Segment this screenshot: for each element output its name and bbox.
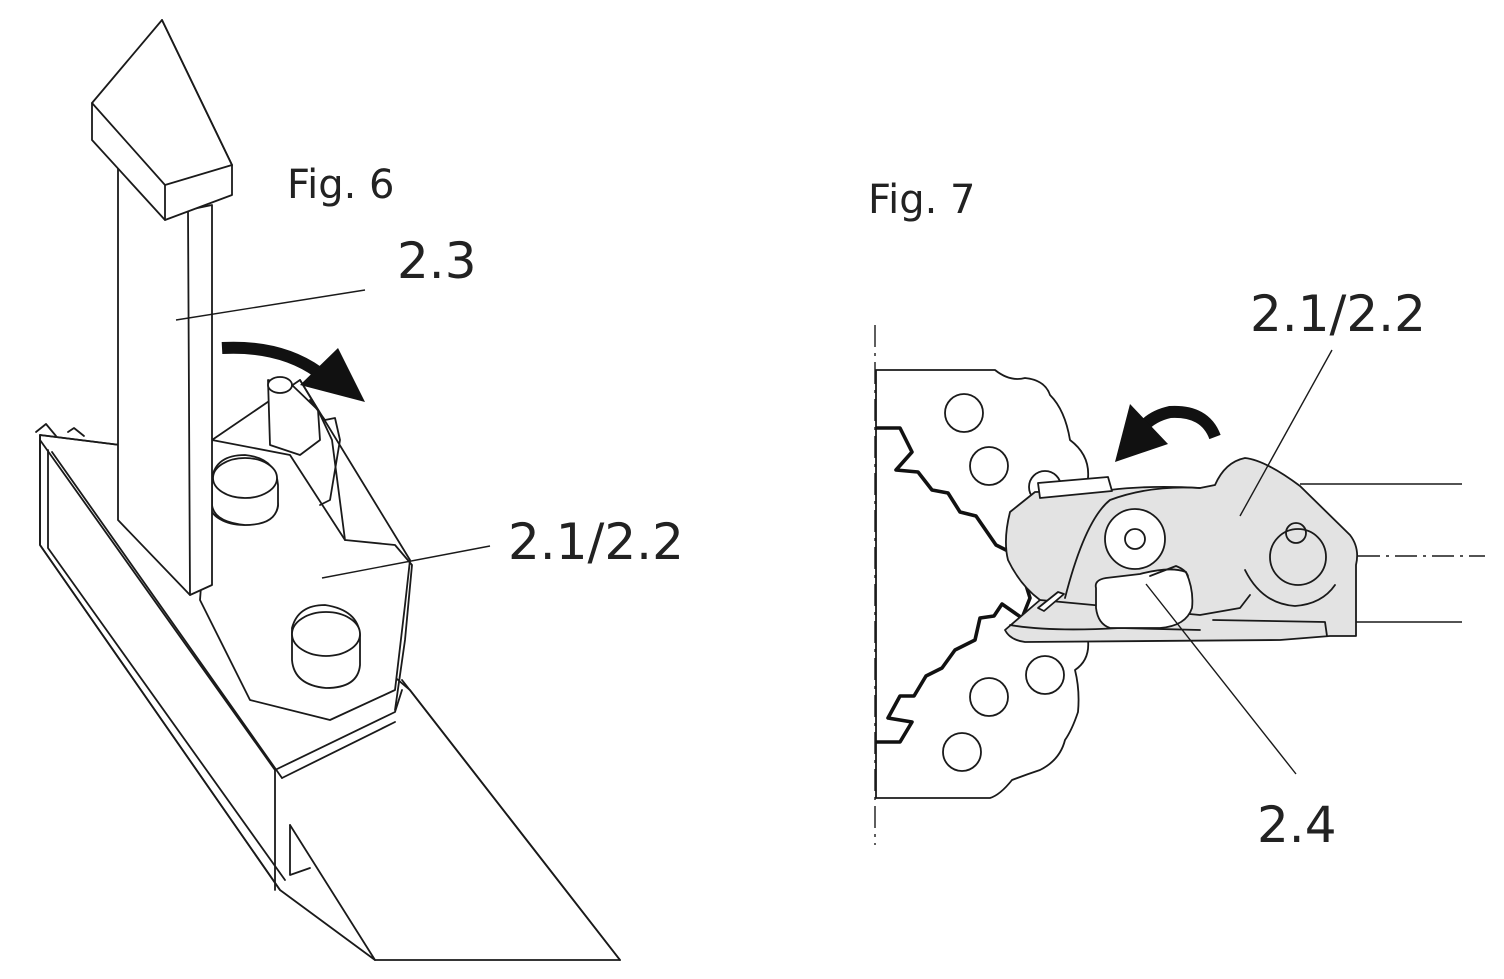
- leader-line-fig7-2-1-2-2: [1239, 349, 1333, 517]
- frame-plate: [875, 369, 1090, 799]
- callout-2-4: 2.4: [1257, 796, 1337, 854]
- bracket-body: [199, 376, 413, 721]
- rotate-counterclockwise-arrow-icon: [1115, 404, 1221, 462]
- figure-7: Fig. 7 2.1/2.2 2.4: [868, 177, 1485, 854]
- leader-line-fig7-2-4: [1145, 583, 1297, 775]
- figure-6-caption: Fig. 6: [287, 162, 394, 208]
- lever: [91, 19, 233, 596]
- leader-line-2-1-2-2: [321, 545, 491, 579]
- callout-2-1-2-2: 2.1/2.2: [508, 513, 684, 571]
- figure-7-caption: Fig. 7: [868, 177, 975, 223]
- callout-2-3: 2.3: [397, 232, 477, 290]
- bracket-body-shaded: [1004, 457, 1359, 643]
- callout-fig7-2-1-2-2: 2.1/2.2: [1250, 285, 1426, 343]
- rotate-clockwise-arrow-icon: [221, 341, 365, 402]
- leader-line-2-3: [175, 289, 366, 321]
- figure-6: Fig. 6 2.3 2.1/2.2: [35, 19, 684, 961]
